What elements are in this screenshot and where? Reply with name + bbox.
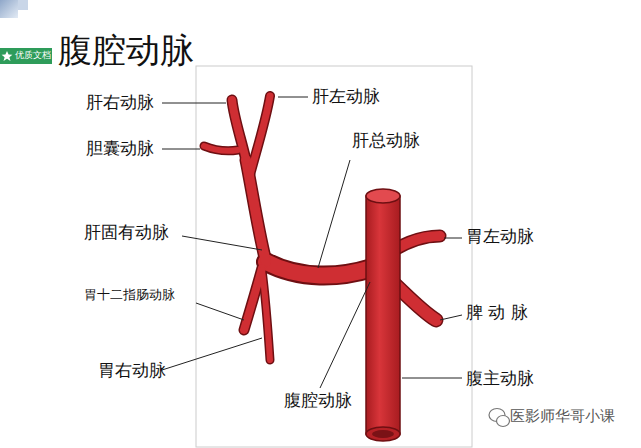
part-label: 胃左动脉: [466, 226, 534, 246]
watermark-icon: [489, 409, 510, 427]
part-label: 腹主动脉: [466, 368, 534, 388]
part-label: 腹腔动脉: [284, 390, 352, 410]
part-label: 脾 动 脉: [466, 302, 528, 322]
part-label: 胃十二指肠动脉: [84, 287, 175, 303]
watermark: 医影师华哥小课: [510, 407, 615, 425]
part-label: 肝固有动脉: [84, 222, 169, 242]
badge-text: 优质文档: [15, 50, 51, 61]
part-label: 肝左动脉: [312, 86, 380, 106]
illustration-frame: [196, 66, 472, 447]
artery-branches: [204, 96, 440, 360]
part-label: 肝总动脉: [352, 130, 420, 150]
part-label: 胆囊动脉: [86, 138, 154, 158]
badge-ribbon: [0, 48, 52, 64]
badge-star: [2, 51, 13, 61]
aorta: [366, 189, 400, 441]
corner-decoration: [18, 0, 28, 10]
leader-lines: [162, 97, 462, 388]
part-label: 肝右动脉: [86, 92, 154, 112]
part-label: 胃右动脉: [98, 360, 166, 380]
corner-decoration: [0, 0, 18, 18]
slide-title: 腹腔动脉: [58, 30, 194, 71]
